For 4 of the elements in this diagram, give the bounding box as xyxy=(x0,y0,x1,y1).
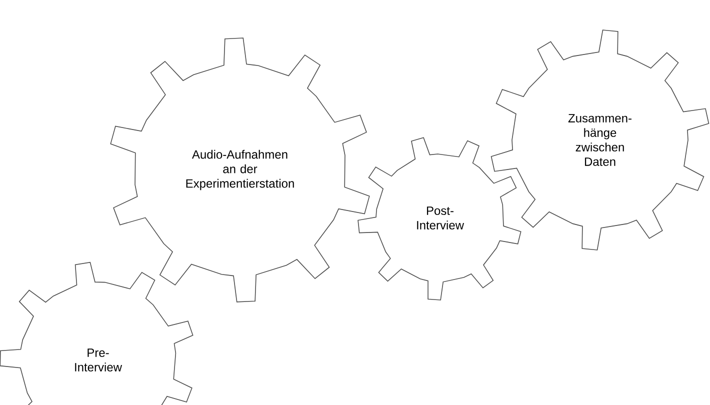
gear: Audio-Aufnahmen an der Experimentierstation xyxy=(110,38,370,302)
gear: Post- Interview xyxy=(358,137,522,300)
gear: Pre- Interview xyxy=(0,262,194,405)
gear: Zusammen- hänge zwischen Daten xyxy=(490,30,710,250)
